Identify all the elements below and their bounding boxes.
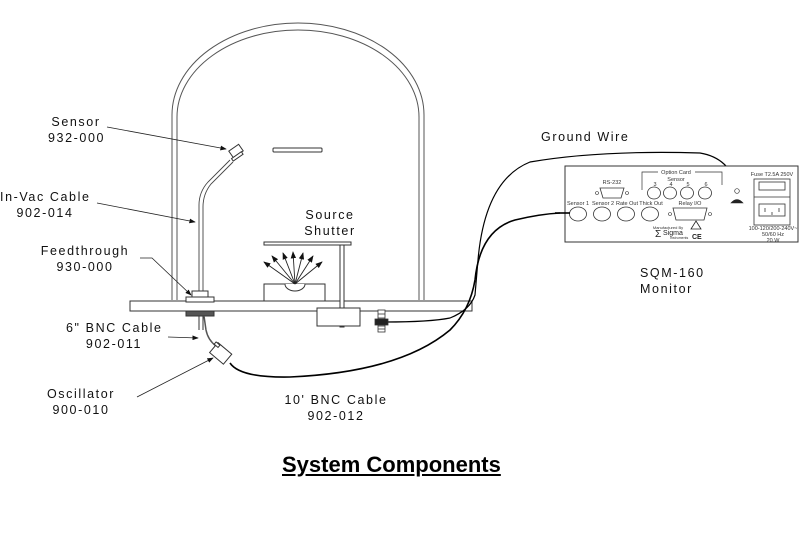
bnc-10-part: 902-012 — [307, 409, 365, 423]
sensor-label: Sensor 932-000 — [48, 114, 104, 146]
in-vac-cable-part: 902-014 — [16, 206, 74, 220]
bnc-6-name: 6" BNC Cable — [66, 321, 163, 335]
feedthrough-label: Feedthrough 930-000 — [40, 243, 130, 275]
monitor-name: SQM-160 — [640, 266, 705, 280]
oscillator-label: Oscillator 900-010 — [46, 386, 116, 418]
option-ports — [647, 186, 712, 200]
option-port-4: 4 — [669, 182, 672, 188]
port-rate-label: Rate Out — [616, 201, 638, 207]
bnc-10-name: 10' BNC Cable — [284, 393, 388, 407]
port-thick-label: Thick Out — [639, 201, 663, 207]
bnc-10-cable — [229, 212, 561, 378]
leader-lines — [96, 126, 227, 398]
in-vac-cable-label: In-Vac Cable 902-014 — [0, 189, 90, 221]
source-shutter-label: Source Shutter — [300, 207, 360, 239]
rs232-port — [599, 187, 625, 199]
option-port-6: 6 — [704, 182, 707, 188]
sigma-icon: Σ — [655, 229, 661, 240]
brand-top: Manufactured By — [653, 225, 683, 230]
feedthrough-name: Feedthrough — [40, 244, 130, 258]
oscillator-part: 900-010 — [52, 403, 110, 417]
oscillator-name: Oscillator — [46, 387, 116, 401]
bnc-6-part: 902-011 — [85, 337, 143, 351]
ground-post — [374, 309, 389, 333]
port-sensor2-label: Sensor 2 — [592, 201, 614, 207]
bnc-6-label: 6" BNC Cable 902-011 — [66, 320, 162, 352]
warning-icon — [690, 220, 702, 230]
power-rating-2: 50/60 Hz — [762, 232, 784, 238]
in-vac-cable — [198, 159, 234, 292]
evaporation-arrows — [263, 251, 323, 285]
option-port-5: 5 — [686, 182, 689, 188]
bnc-ports — [569, 206, 659, 222]
bell-jar — [171, 22, 425, 300]
option-port-3: 3 — [653, 182, 656, 188]
option-sensor-label: Sensor — [667, 177, 685, 183]
power-entry — [753, 178, 791, 226]
option-card-label: Option Card — [661, 170, 691, 176]
in-vac-cable-name: In-Vac Cable — [0, 190, 91, 204]
brand-name: Sigma — [663, 230, 683, 237]
sensor-name: Sensor — [51, 115, 101, 129]
power-rating-1: 100-120/200-240V~ — [749, 226, 798, 232]
oscillator-box — [208, 341, 233, 365]
diagram-title: System Components — [282, 452, 501, 477]
ground-wire — [384, 151, 738, 323]
feedthrough-part: 930-000 — [56, 260, 114, 274]
power-rating-3: 20 W — [767, 238, 781, 244]
shutter-label: Shutter — [304, 224, 356, 238]
sensor-part: 932-000 — [48, 131, 106, 145]
bnc-6-cable — [203, 315, 217, 347]
relay-port — [672, 207, 708, 221]
port-sensor1-label: Sensor 1 — [567, 201, 589, 207]
substrate — [272, 147, 323, 153]
source-crucible — [263, 283, 326, 302]
rs232-label: RS-232 — [603, 180, 622, 186]
sensor-head — [228, 143, 244, 162]
source-label: Source — [305, 208, 355, 222]
monitor-label: SQM-160 Monitor — [640, 265, 705, 297]
ground-wire-label: Ground Wire — [541, 130, 630, 144]
monitor-sub: Monitor — [640, 282, 693, 296]
feedthrough — [185, 290, 215, 330]
relay-label: Relay I/O — [679, 201, 703, 207]
sqm160-rear-panel: Option Card Sensor RS-232 3 4 5 6 Sensor… — [564, 165, 799, 244]
ground-terminal — [734, 188, 740, 194]
shutter — [263, 241, 361, 328]
ce-mark: CE — [692, 234, 702, 241]
fuse-label: Fuse T2.5A 250V — [751, 172, 794, 178]
bnc-10-label: 10' BNC Cable 902-012 — [284, 392, 388, 424]
ground-symbol-icon — [730, 199, 744, 204]
brand-sub: Instruments — [670, 236, 689, 240]
baseplate — [129, 300, 473, 312]
